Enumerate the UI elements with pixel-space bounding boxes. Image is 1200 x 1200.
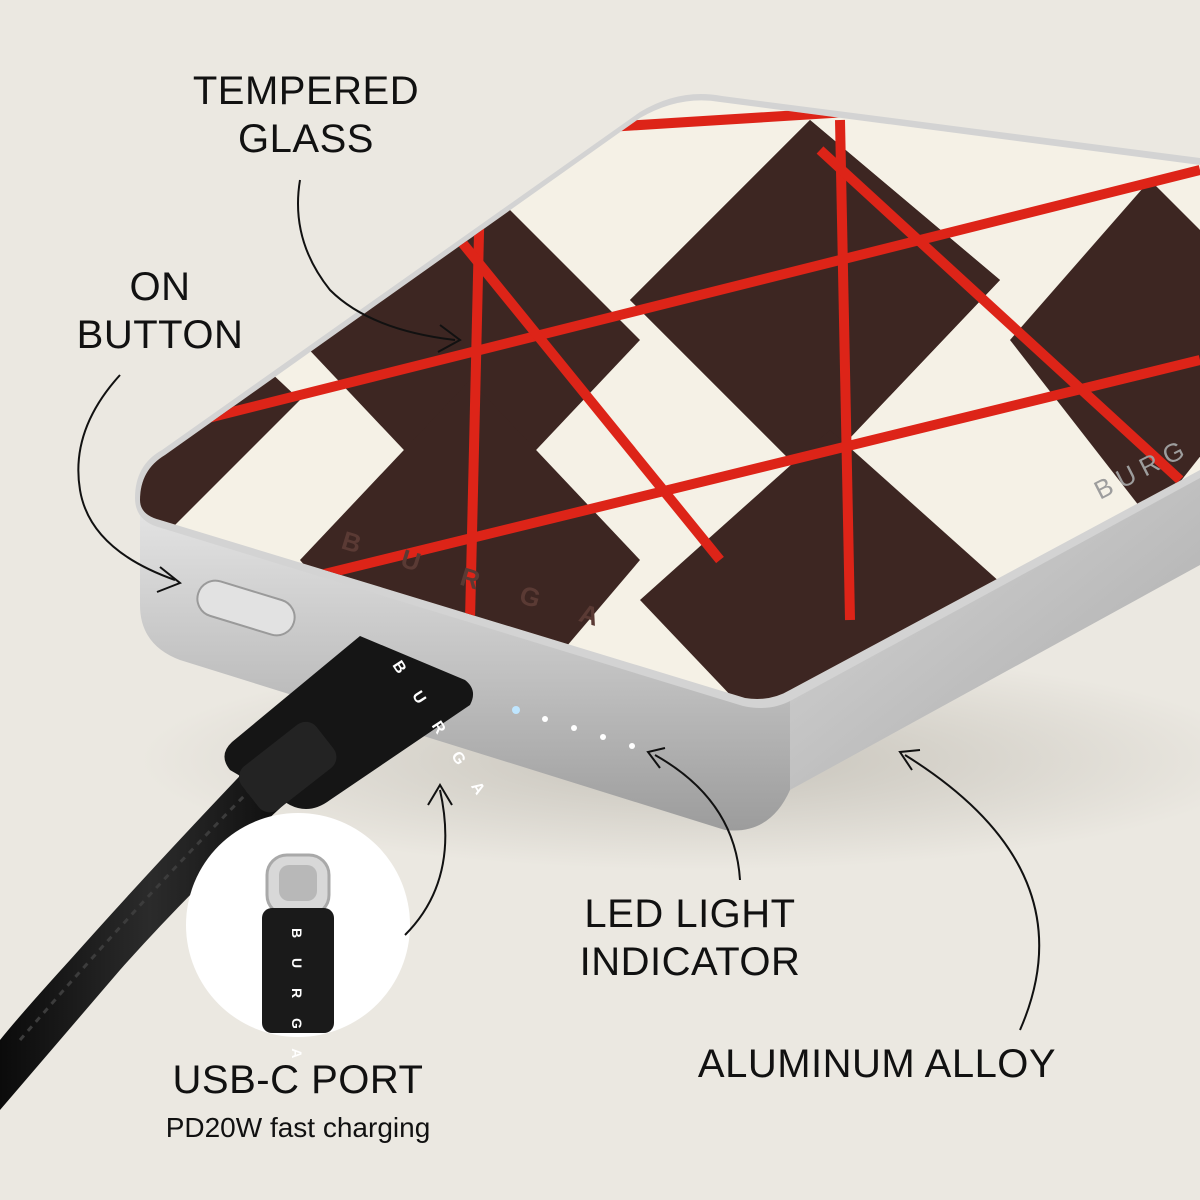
annotation-arrows (77, 179, 1041, 1031)
cable-braid (18, 778, 262, 1041)
led-dot (571, 725, 577, 731)
pattern-diamond (640, 430, 1020, 699)
label-aluminum-alloy: ALUMINUM ALLOY (697, 1042, 1057, 1086)
label-tempered-glass: TEMPERED GLASS (192, 69, 420, 161)
aluminum-front-side (140, 505, 790, 831)
led-dot (600, 734, 606, 740)
pattern-diamond (1010, 180, 1200, 520)
arrow-tempered-glass (297, 179, 456, 341)
connector-logo: B U R G A (289, 928, 305, 1066)
usb-c-plug-cavity (279, 865, 317, 901)
arrowhead (427, 783, 453, 806)
label-usb-port: USB-C PORT (172, 1058, 424, 1102)
usb-c-plug-body (262, 908, 334, 1033)
arrowhead (437, 324, 462, 353)
label-usb-port-subtitle: PD20W fast charging (165, 1112, 431, 1143)
arrowhead (646, 747, 666, 769)
label-led-indicator: LED LIGHT INDICATOR (579, 892, 801, 984)
arrow-aluminum (904, 754, 1041, 1031)
connector-strain-relief (238, 721, 337, 813)
led-dot (512, 706, 520, 714)
arrow-on-button (77, 374, 176, 581)
arrowhead (898, 749, 921, 771)
arrowhead (156, 566, 182, 593)
label-on-button: ON BUTTON (76, 265, 244, 357)
led-indicators (512, 706, 635, 749)
led-dot (629, 743, 635, 749)
arrow-usb-port (404, 789, 447, 936)
led-dot (542, 716, 548, 722)
aluminum-right-side (790, 470, 1200, 790)
on-button[interactable] (193, 576, 299, 640)
arrow-led (654, 754, 741, 881)
